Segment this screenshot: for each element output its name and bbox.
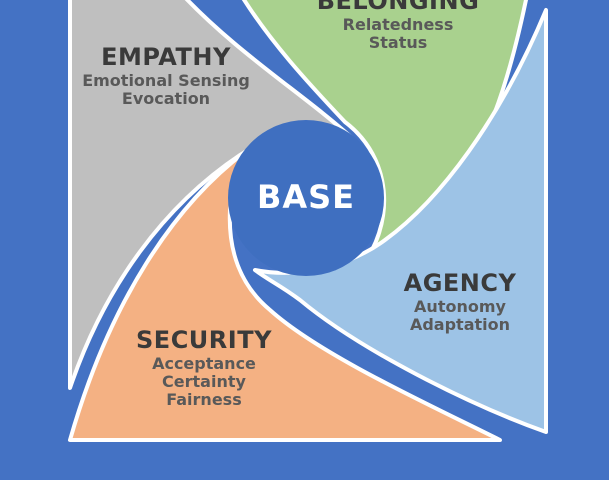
security-item: Acceptance — [152, 353, 256, 373]
belonging-item: Relatedness — [342, 14, 454, 34]
security-label: SECURITY Acceptance Certainty Fairness — [122, 326, 286, 410]
base-label: BASE — [256, 178, 356, 216]
empathy-heading: EMPATHY — [101, 43, 231, 71]
security-item: Certainty — [162, 371, 246, 391]
empathy-item: Evocation — [121, 88, 211, 108]
agency-label: AGENCY Autonomy Adaptation — [380, 269, 540, 334]
base-circle — [228, 120, 384, 276]
agency-wedge — [253, 8, 548, 434]
agency-item: Adaptation — [409, 314, 511, 334]
security-heading: SECURITY — [136, 326, 272, 354]
empathy-item: Emotional Sensing — [82, 70, 250, 90]
security-item: Fairness — [166, 390, 242, 410]
agency-item: Autonomy — [414, 296, 506, 316]
belonging-heading: BELONGING — [316, 0, 480, 15]
agency-heading: AGENCY — [403, 269, 517, 297]
belonging-item: Status — [368, 32, 428, 52]
belonging-label: BELONGING Relatedness Status — [308, 0, 488, 52]
empathy-label: EMPATHY Emotional Sensing Evocation — [72, 43, 260, 108]
